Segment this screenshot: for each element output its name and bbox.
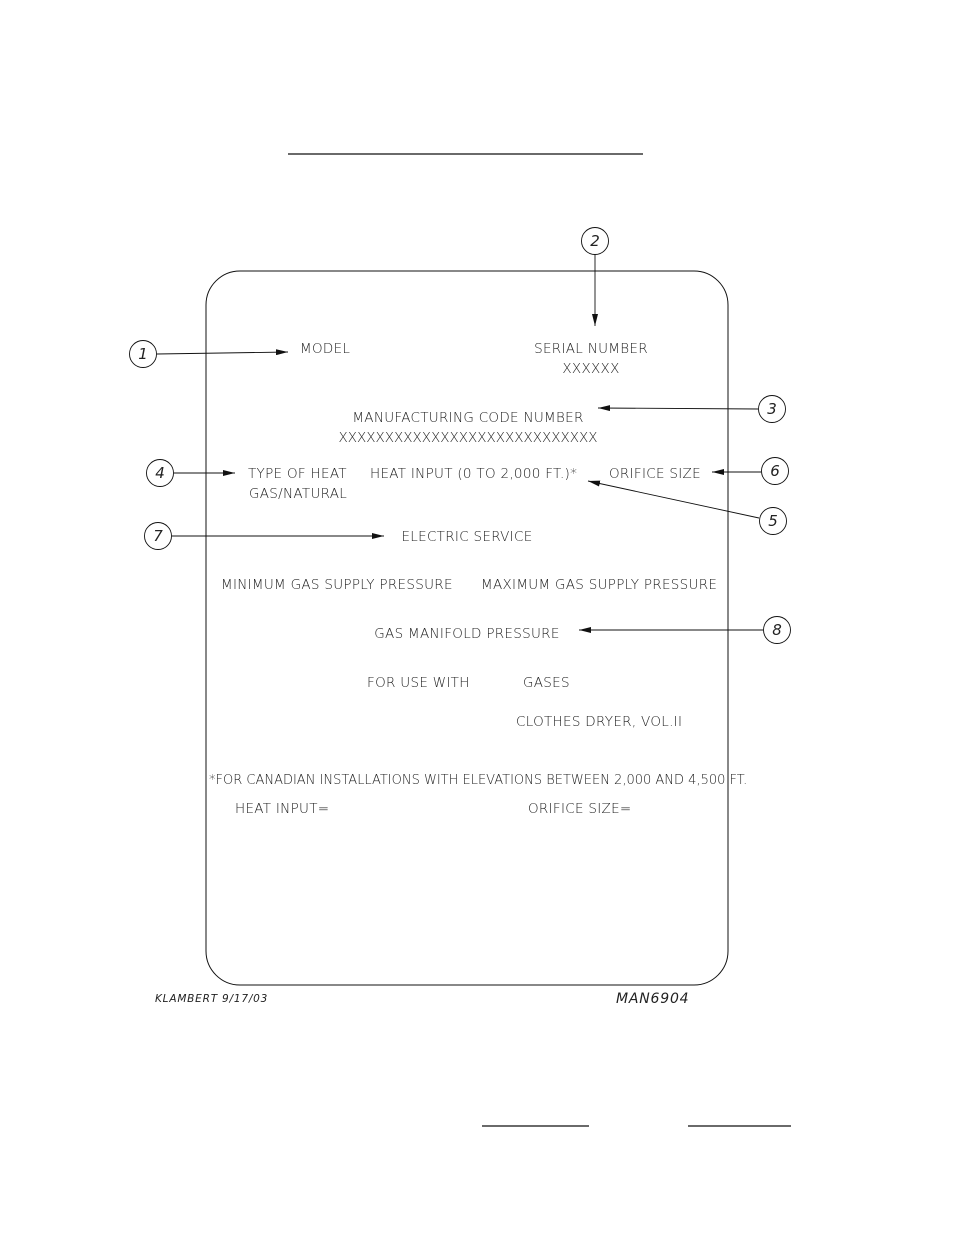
callout-circle-8	[763, 616, 791, 644]
callout-arrow-5	[587, 480, 760, 519]
callout-circle-5	[759, 507, 787, 535]
for-use-with-label: FOR USE WITH	[367, 675, 470, 691]
callout-number-5: 5	[768, 512, 778, 530]
heat-input-label: HEAT INPUT (0 TO 2,000 FT.)*	[370, 466, 578, 482]
callout-arrow-1	[156, 349, 289, 356]
manufacturing-code-label: MANUFACTURING CODE NUMBER	[352, 410, 584, 426]
min-gas-pressure-label: MINIMUM GAS SUPPLY PRESSURE	[221, 577, 453, 593]
serial-number-value: XXXXXX	[562, 361, 620, 377]
orifice-size-label: ORIFICE SIZE	[609, 466, 701, 482]
callout-number-8: 8	[772, 621, 782, 639]
callout-circle-7	[144, 522, 172, 550]
type-of-heat-value: GAS/NATURAL	[249, 486, 348, 502]
canadian-heat-input-label: HEAT INPUT=	[235, 801, 330, 817]
drawing-number: MAN6904	[616, 991, 690, 1007]
callout-number-6: 6	[770, 462, 780, 480]
callout-number-1: 1	[138, 345, 148, 363]
type-of-heat-label: TYPE OF HEAT	[248, 466, 347, 482]
drafter-signature: KLAMBERT 9/17/03	[155, 993, 269, 1005]
canadian-orifice-size-label: ORIFICE SIZE=	[528, 801, 632, 817]
callout-circle-6	[761, 457, 789, 485]
serial-number-label: SERIAL NUMBER	[534, 341, 648, 357]
callout-circle-3	[758, 395, 786, 423]
canadian-installation-note: *FOR CANADIAN INSTALLATIONS WITH ELEVATI…	[209, 773, 748, 788]
callout-number-4: 4	[155, 464, 165, 482]
callout-circle-4	[146, 459, 174, 487]
gases-label: GASES	[523, 675, 570, 691]
callout-number-2: 2	[590, 232, 600, 250]
callout-circle-1	[129, 340, 157, 368]
electric-service-label: ELECTRIC SERVICE	[401, 529, 533, 545]
model-label: MODEL	[300, 341, 351, 357]
callout-number-7: 7	[153, 527, 163, 545]
max-gas-pressure-label: MAXIMUM GAS SUPPLY PRESSURE	[481, 577, 718, 593]
callout-arrow-3	[597, 405, 759, 412]
gas-manifold-pressure-label: GAS MANIFOLD PRESSURE	[374, 626, 560, 642]
clothes-dryer-label: CLOTHES DRYER, VOL.II	[516, 714, 683, 730]
manufacturing-code-value: XXXXXXXXXXXXXXXXXXXXXXXXXXXX	[338, 430, 598, 446]
callout-circle-2	[581, 227, 609, 255]
data-plate-outline	[205, 270, 729, 986]
callout-number-3: 3	[767, 400, 777, 418]
